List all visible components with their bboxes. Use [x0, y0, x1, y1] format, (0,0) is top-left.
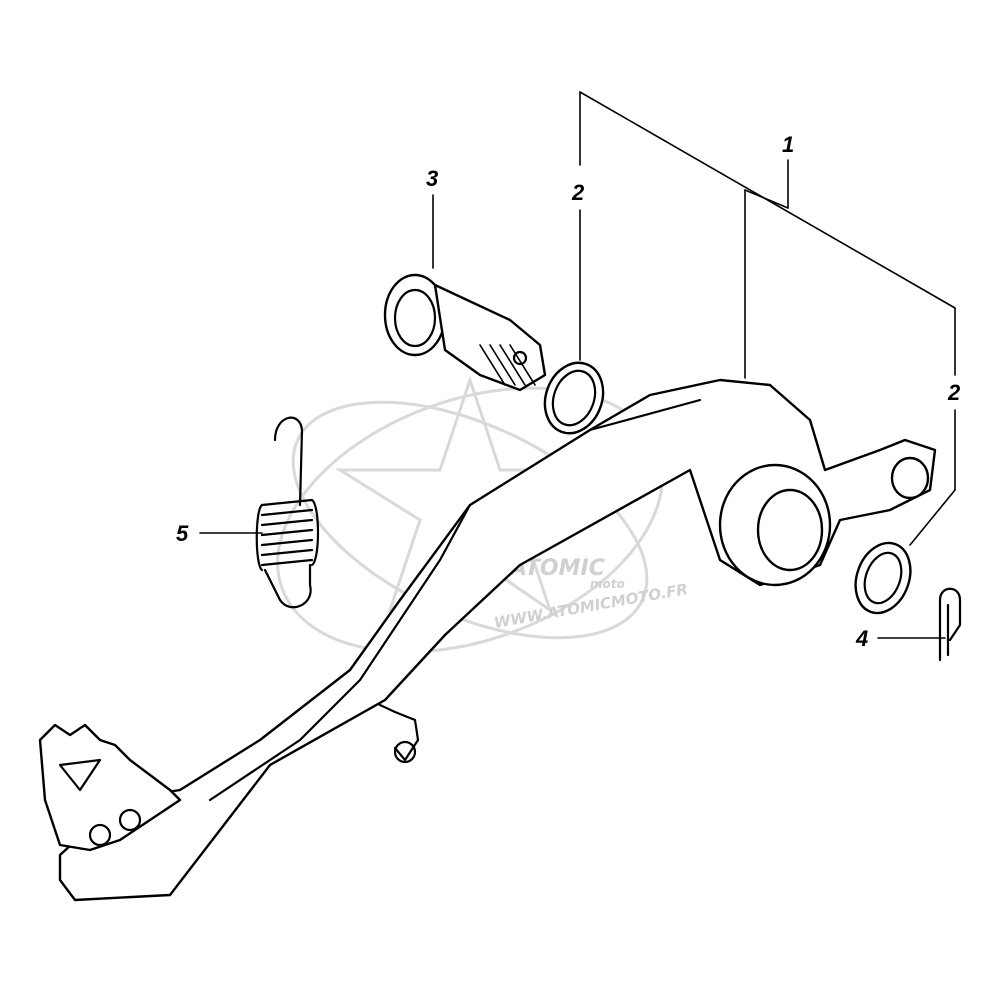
callout-5: 5 — [176, 521, 189, 546]
callout-2a: 2 — [571, 180, 585, 205]
callout-labels: 1 2 2 3 4 5 — [176, 132, 961, 651]
cotter-pin — [938, 587, 962, 662]
washer-lower — [854, 541, 912, 615]
callout-3: 3 — [426, 166, 438, 191]
callout-1: 1 — [782, 132, 794, 157]
callout-2b: 2 — [947, 380, 961, 405]
washer-upper — [543, 361, 605, 435]
brake-pedal-arm — [38, 378, 937, 902]
pivot-bolt — [383, 273, 547, 392]
leader-lines — [199, 194, 956, 639]
watermark-sub: moto — [590, 577, 625, 591]
callout-1-bracket — [579, 91, 956, 379]
callout-4: 4 — [855, 626, 868, 651]
return-spring — [255, 416, 320, 609]
